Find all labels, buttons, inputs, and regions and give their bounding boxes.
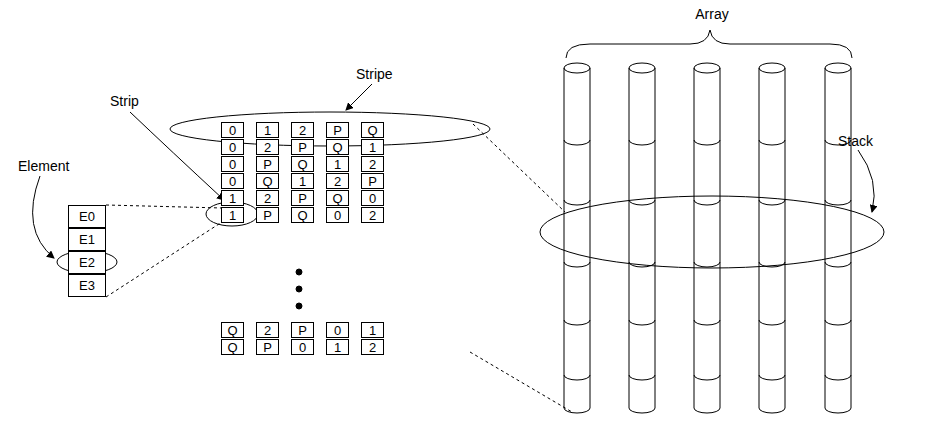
callout-label: Array: [695, 6, 728, 22]
strip-cell: 0: [326, 322, 349, 338]
disk-top: [564, 63, 590, 73]
disk-segment: [564, 320, 590, 325]
strip-cell: Q: [326, 190, 349, 206]
strip-cell: 2: [361, 207, 384, 223]
disk-segment: [629, 320, 655, 325]
element-box: E0: [68, 205, 106, 228]
strip-cell: 1: [291, 173, 314, 189]
strip-cell: P: [256, 156, 279, 172]
disk-segment: [694, 320, 720, 325]
strip-cell: 0: [326, 207, 349, 223]
disk-segment: [564, 140, 590, 145]
disk-segment: [629, 375, 655, 380]
strip-cell: 0: [221, 156, 244, 172]
strip-cell: 2: [256, 139, 279, 155]
disk-segment: [825, 262, 851, 267]
strip-cell: 0: [221, 173, 244, 189]
strip-cell: 1: [221, 190, 244, 206]
callout-label: Stack: [838, 133, 873, 149]
disk-segment: [825, 375, 851, 380]
element-box: E1: [68, 228, 106, 251]
strip-cell: Q: [221, 339, 244, 355]
disk-top: [694, 63, 720, 73]
strip-cell: 0: [291, 339, 314, 355]
disk-segment: [759, 140, 785, 145]
strip-cell: 2: [361, 156, 384, 172]
disk-top: [825, 63, 851, 73]
element-box: E2: [68, 251, 106, 274]
element-label: E3: [79, 278, 95, 293]
disk-segment: [629, 200, 655, 205]
strip-cell: 0: [361, 190, 384, 206]
strip-cell: Q: [221, 322, 244, 338]
disk-segment: [694, 262, 720, 267]
strip-cell: 2: [361, 339, 384, 355]
strip-cell: P: [256, 207, 279, 223]
strip-cell: 1: [326, 156, 349, 172]
strip-cell: P: [326, 122, 349, 138]
element-label: E1: [79, 232, 95, 247]
strip-cell: P: [291, 322, 314, 338]
strip-cell: Q: [326, 139, 349, 155]
strip-cell: 0: [221, 122, 244, 138]
callout-label: Element: [18, 158, 69, 174]
strip-cell: P: [256, 339, 279, 355]
disk-cylinder: [759, 68, 785, 413]
strip-cell: P: [361, 173, 384, 189]
disk-cylinder: [629, 68, 655, 413]
element-label: E2: [79, 255, 95, 270]
disk-segment: [694, 375, 720, 380]
disk-segment: [564, 262, 590, 267]
strip-cell: Q: [256, 173, 279, 189]
disk-cylinder: [564, 68, 590, 413]
strip-cell: 2: [291, 122, 314, 138]
element-box: E3: [68, 274, 106, 297]
disk-segment: [564, 375, 590, 380]
strip-cell: P: [291, 190, 314, 206]
disk-top: [629, 63, 655, 73]
disk-segment: [759, 200, 785, 205]
disk-cylinder: [825, 68, 851, 413]
callout-label: Stripe: [356, 66, 393, 82]
strip-cell: 2: [256, 190, 279, 206]
disk-cylinder: [694, 68, 720, 413]
strip-cell: 1: [361, 322, 384, 338]
strip-cell: 1: [361, 139, 384, 155]
disk-segment: [629, 140, 655, 145]
strip-cell: 1: [326, 339, 349, 355]
disk-segment: [825, 320, 851, 325]
element-label: E0: [79, 209, 95, 224]
disk-segment: [759, 375, 785, 380]
strip-cell: 0: [221, 139, 244, 155]
strip-cell: 2: [326, 173, 349, 189]
disk-segment: [825, 200, 851, 205]
disk-segment: [694, 200, 720, 205]
disk-segment: [759, 320, 785, 325]
disk-top: [759, 63, 785, 73]
disk-segment: [694, 140, 720, 145]
disk-segment: [564, 200, 590, 205]
callout-label: Strip: [110, 93, 139, 109]
strip-cell: Q: [291, 207, 314, 223]
strip-cell: Q: [361, 122, 384, 138]
strip-cell: 1: [256, 122, 279, 138]
strip-cell: P: [291, 139, 314, 155]
strip-cell: Q: [291, 156, 314, 172]
strip-cell: 1: [221, 207, 244, 223]
strip-cell: 2: [256, 322, 279, 338]
